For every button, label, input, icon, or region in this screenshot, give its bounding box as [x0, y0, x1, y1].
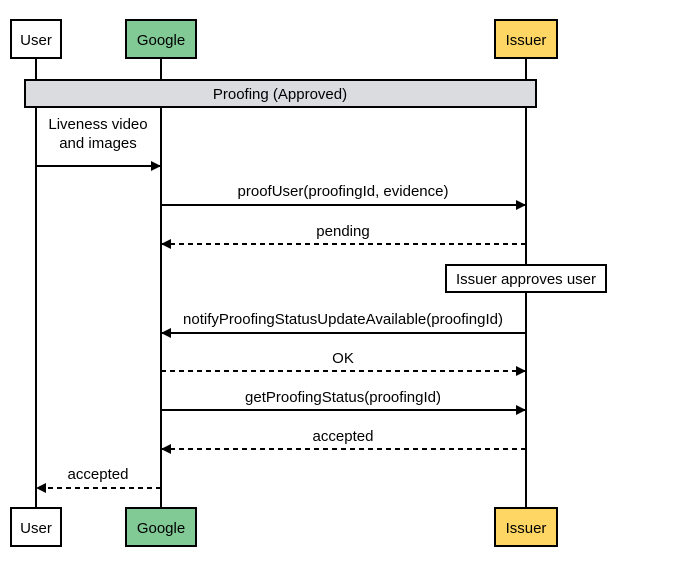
- message-pending: pending: [161, 223, 526, 249]
- participant-box: [125, 19, 197, 59]
- participant-google-top: Google: [125, 19, 197, 59]
- note-label: Issuer approves user: [456, 271, 596, 288]
- participant-user-bottom: User: [10, 507, 62, 547]
- message-label: notifyProofingStatusUpdateAvailable(proo…: [183, 311, 503, 328]
- participant-box: [494, 507, 558, 547]
- message-label: Liveness video: [48, 116, 147, 133]
- participant-label: User: [20, 32, 52, 49]
- participant-box: [10, 19, 62, 59]
- message-label: OK: [332, 350, 354, 367]
- participant-label: Google: [137, 32, 185, 49]
- participant-label: Google: [137, 520, 185, 537]
- message-get-status: getProofingStatus(proofingId): [161, 389, 526, 415]
- participant-issuer-top: Issuer: [494, 19, 558, 59]
- message-label: accepted: [313, 428, 374, 445]
- participant-box: [125, 507, 197, 547]
- participant-issuer-bottom: Issuer: [494, 507, 558, 547]
- participant-box: [10, 507, 62, 547]
- participant-box: [494, 19, 558, 59]
- message-liveness: Liveness video and images: [36, 116, 161, 171]
- message-ok: OK: [161, 350, 526, 376]
- group-label: Proofing (Approved): [213, 86, 347, 103]
- participant-label: Issuer: [506, 520, 547, 537]
- note-issuer-approves: Issuer approves user: [445, 264, 607, 293]
- message-accepted-user: accepted: [36, 466, 161, 493]
- message-proof-user: proofUser(proofingId, evidence): [161, 183, 526, 210]
- note-box: [445, 264, 607, 293]
- participant-user-top: User: [10, 19, 62, 59]
- message-accepted-issuer: accepted: [161, 428, 526, 454]
- participant-label: User: [20, 520, 52, 537]
- participant-label: Issuer: [506, 32, 547, 49]
- group-bar: [24, 79, 537, 108]
- group-proofing: Proofing (Approved): [24, 79, 537, 108]
- message-label: proofUser(proofingId, evidence): [238, 183, 449, 200]
- participant-google-bottom: Google: [125, 507, 197, 547]
- message-label: and images: [59, 135, 137, 152]
- message-label: accepted: [68, 466, 129, 483]
- message-label: pending: [316, 223, 369, 240]
- message-notify-status: notifyProofingStatusUpdateAvailable(proo…: [161, 311, 526, 338]
- message-label: getProofingStatus(proofingId): [245, 389, 441, 406]
